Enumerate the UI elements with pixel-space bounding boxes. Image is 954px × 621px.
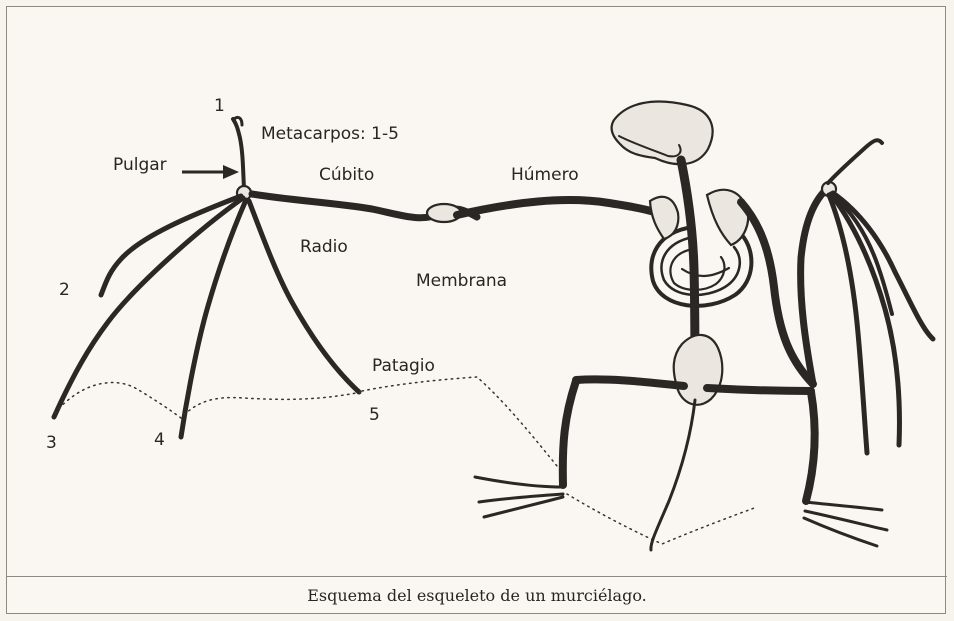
digit-2-label: 2 [59, 280, 70, 300]
thumb-arrow [182, 165, 239, 179]
tail-bone [651, 400, 695, 550]
right-wing [741, 140, 933, 453]
figure-caption: Esquema del esqueleto de un murciélago. [307, 586, 647, 605]
metacarpals-label: Metacarpos: 1-5 [261, 124, 399, 144]
right-leg-lower [806, 392, 815, 501]
caption-bar: Esquema del esqueleto de un murciélago. [7, 577, 947, 613]
skull [612, 101, 713, 164]
digit-5-bone [249, 201, 359, 392]
patagium-label: Patagio [372, 356, 435, 376]
right-thumb [828, 140, 882, 183]
right-foot [804, 502, 887, 546]
humerus-label: Húmero [511, 165, 579, 185]
wing-membrane-outline [55, 377, 757, 544]
thumb-bone [233, 119, 244, 189]
bat-skeleton-diagram: 1 Metacarpos: 1-5 Pulgar Cúbito Húmero R… [7, 7, 947, 577]
digit-3-bone [54, 198, 243, 417]
diagram-area: 1 Metacarpos: 1-5 Pulgar Cúbito Húmero R… [7, 7, 947, 577]
right-digit-a [829, 195, 867, 453]
thumb-label: Pulgar [113, 155, 167, 175]
digit-2-bone [101, 196, 241, 295]
left-leg-upper [576, 379, 684, 386]
digit-4-label: 4 [154, 430, 165, 450]
lower-patagium-edge [362, 377, 557, 466]
radius-label: Radio [300, 237, 348, 257]
ulna-label: Cúbito [319, 165, 374, 185]
digit-1-label: 1 [214, 96, 225, 116]
left-foot [475, 477, 563, 517]
right-radius [801, 187, 829, 384]
right-leg-upper [707, 388, 811, 391]
figure-frame: 1 Metacarpos: 1-5 Pulgar Cúbito Húmero R… [6, 6, 946, 614]
digit-3-label: 3 [46, 433, 57, 453]
digit-5-label: 5 [369, 405, 380, 425]
humerus-bone [457, 200, 654, 215]
right-scapula [707, 190, 748, 245]
bat-body [612, 101, 752, 550]
left-scapula [650, 197, 678, 239]
membrane-label: Membrana [416, 271, 507, 291]
digit-4-bone [181, 200, 246, 437]
pelvis [674, 335, 723, 405]
left-leg-lower [563, 381, 576, 485]
left-membrane-edge [55, 383, 361, 418]
